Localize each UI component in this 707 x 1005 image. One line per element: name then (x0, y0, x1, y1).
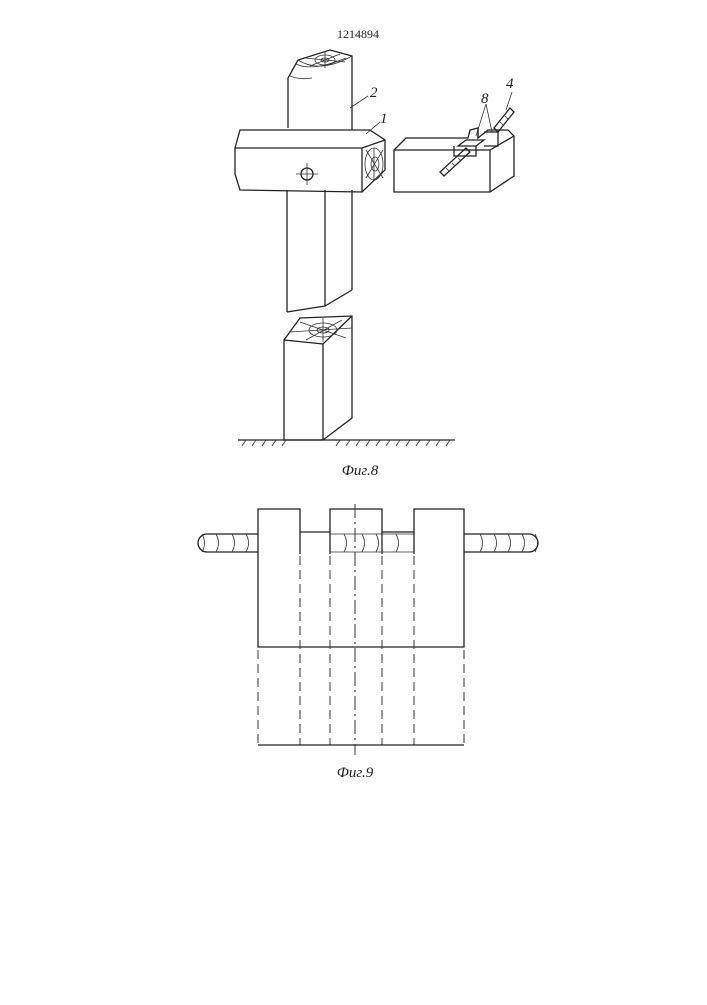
upper-bar (288, 50, 352, 132)
label-2: 2 (370, 85, 378, 101)
ground-line (238, 440, 455, 446)
fig8-leaders: 2 1 8 4 (350, 76, 514, 136)
crossbar (235, 130, 385, 192)
figure-8-caption: Фиг.8 (342, 463, 379, 479)
figure-9: Фиг.9 (198, 504, 538, 781)
patent-number: 1214894 (337, 27, 379, 41)
figure-8: 2 1 8 4 Фиг.8 (235, 50, 514, 479)
grooved-block-detail (394, 108, 514, 192)
main-post-lower (287, 190, 352, 312)
block-body (258, 509, 464, 647)
label-1: 1 (380, 111, 388, 127)
figure-9-caption: Фиг.9 (337, 765, 374, 781)
post-stump (284, 316, 352, 440)
label-8: 8 (481, 91, 489, 107)
label-4: 4 (506, 76, 514, 92)
